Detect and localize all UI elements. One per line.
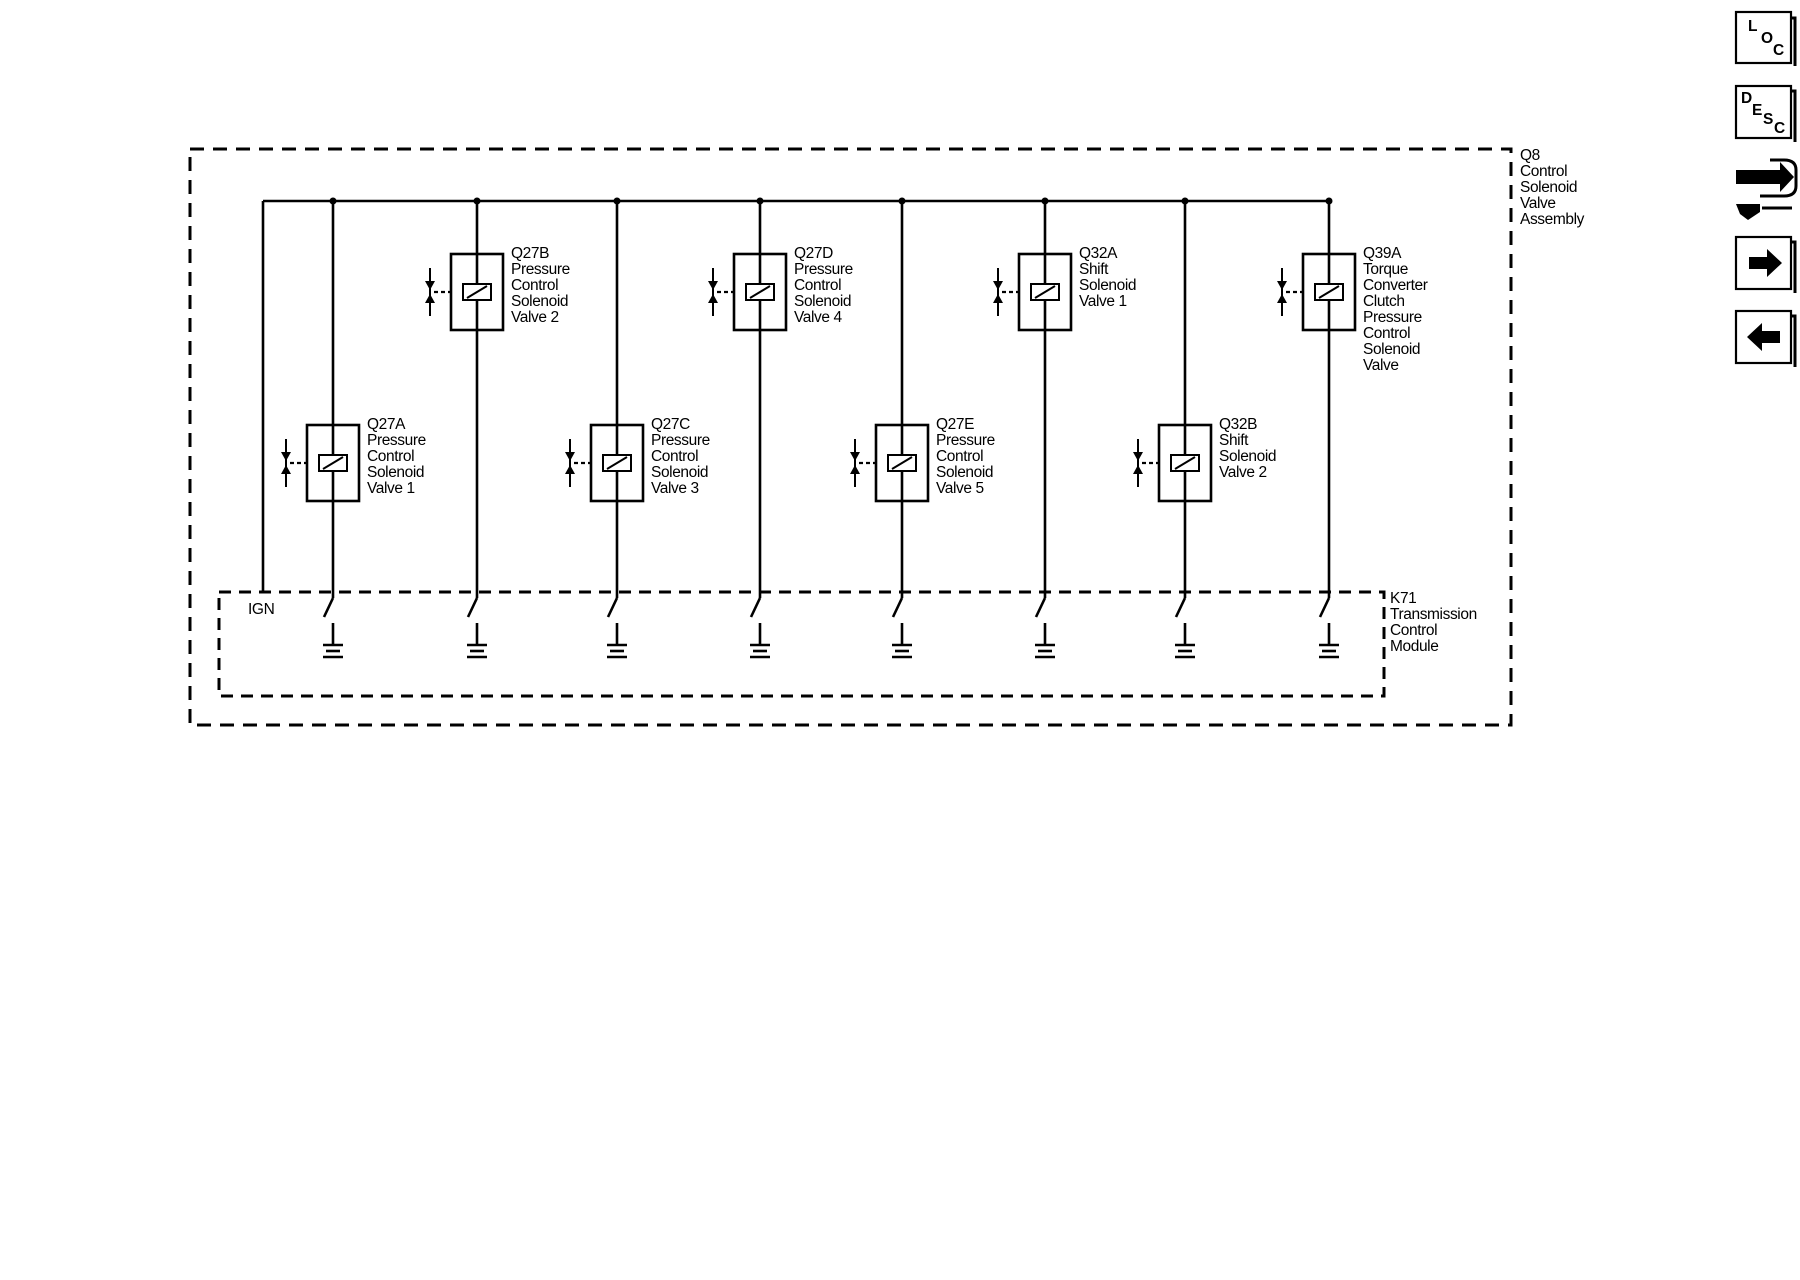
ground-icon — [1175, 643, 1195, 659]
loc-letter-o: O — [1761, 30, 1773, 47]
ground-icon — [1035, 643, 1055, 659]
low-side-driver-switch — [1318, 597, 1331, 645]
ign-label: IGN — [248, 601, 274, 618]
low-side-driver-switch — [749, 597, 762, 645]
ground-icon — [892, 643, 912, 659]
low-side-driver-switch — [1174, 597, 1187, 645]
desc-letter-c: C — [1774, 120, 1785, 137]
previous-button[interactable] — [1734, 309, 1797, 367]
connector-icon — [1736, 158, 1798, 220]
valve-symbol-icon — [425, 268, 451, 316]
coil-slash — [1034, 285, 1056, 299]
coil-slash — [1318, 285, 1340, 299]
low-side-driver-switch — [606, 597, 619, 645]
desc-letter-e: E — [1752, 102, 1762, 119]
arrow-right-icon — [1749, 249, 1782, 277]
desc-letter-d: D — [1741, 90, 1752, 107]
control-solenoid-valve-assembly-boundary — [188, 147, 1513, 727]
ground-icon — [1319, 643, 1339, 659]
connector-button[interactable] — [1736, 158, 1798, 220]
valve-symbol-icon — [1277, 268, 1303, 316]
valve-symbol-icon — [850, 439, 876, 487]
coil-slash — [466, 285, 488, 299]
ground-icon — [750, 643, 770, 659]
transmission-control-module-boundary — [217, 590, 1386, 698]
assembly-label: Q8 Control Solenoid Valve Assembly — [1520, 147, 1585, 228]
coil-slash — [606, 456, 628, 470]
ground-icon — [607, 643, 627, 659]
ground-icon — [467, 643, 487, 659]
desc-letter-s: S — [1763, 111, 1773, 128]
arrow-left-icon — [1747, 323, 1780, 351]
low-side-driver-switch — [466, 597, 479, 645]
coil-slash — [322, 456, 344, 470]
valve-symbol-icon — [281, 439, 307, 487]
low-side-driver-switch — [891, 597, 904, 645]
loc-letter-c: C — [1773, 42, 1784, 59]
low-side-driver-switch — [1034, 597, 1047, 645]
valve-symbol-icon — [1133, 439, 1159, 487]
low-side-driver-switch — [322, 597, 335, 645]
tcm-label: K71 Transmission Control Module — [1390, 590, 1481, 655]
coil-slash — [1174, 456, 1196, 470]
coil-slash — [891, 456, 913, 470]
ground-icon — [323, 643, 343, 659]
coil-slash — [749, 285, 771, 299]
loc-button[interactable]: L O C — [1734, 10, 1797, 66]
next-button[interactable] — [1734, 235, 1797, 293]
loc-letter-l: L — [1748, 18, 1757, 35]
valve-symbol-icon — [565, 439, 591, 487]
valve-symbol-icon — [993, 268, 1019, 316]
desc-button[interactable]: D E S C — [1734, 84, 1797, 142]
valve-symbol-icon — [708, 268, 734, 316]
